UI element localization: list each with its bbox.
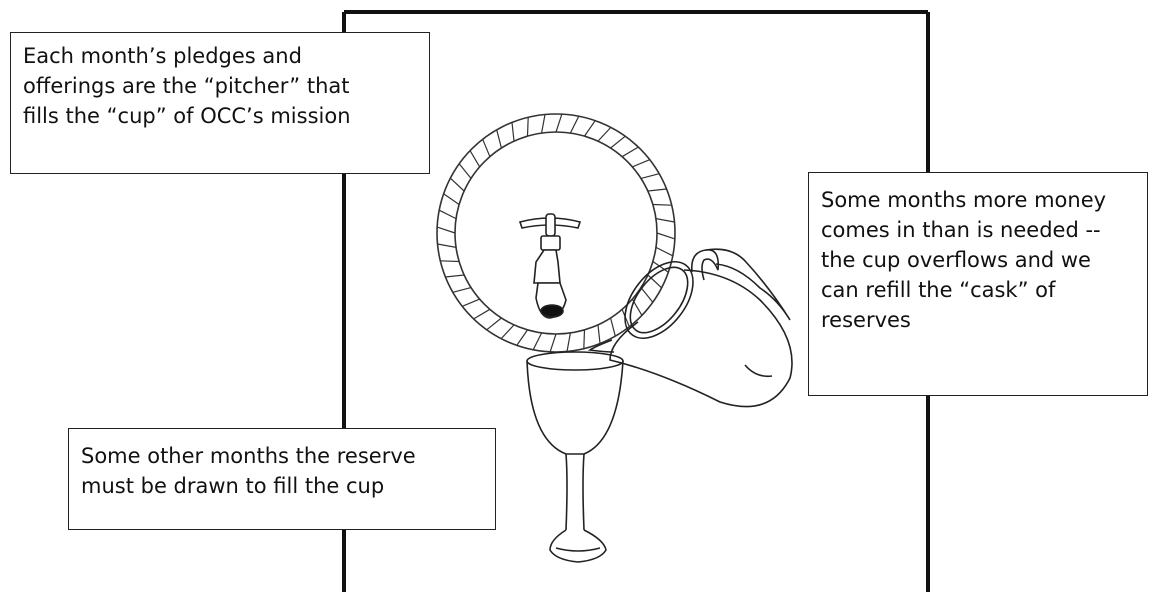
cask-stave <box>622 147 638 157</box>
cask-stave <box>641 174 659 179</box>
cask-stave <box>487 318 502 330</box>
cask-stave <box>517 330 528 346</box>
cask-stave <box>598 325 600 344</box>
cask-stave <box>648 189 667 191</box>
cask-stave <box>550 334 556 352</box>
callout-reserve: Some other months the reserve must be dr… <box>68 428 496 530</box>
cask-stave <box>497 130 502 148</box>
cask-stave <box>462 299 479 306</box>
cask-stave <box>611 318 616 336</box>
cask-stave <box>598 127 611 141</box>
callout-overflow: Some months more money comes in than is … <box>808 172 1148 396</box>
cask-stave <box>641 288 653 303</box>
cask-stave <box>528 117 529 136</box>
cask-stave <box>437 227 455 233</box>
cask-stave <box>470 151 480 167</box>
cask-stave <box>542 115 545 134</box>
cask-stave <box>653 205 672 206</box>
callout-pitcher: Each month’s pledges and offerings are t… <box>10 32 430 174</box>
cask-stave <box>444 194 460 205</box>
cask-stave <box>438 244 457 247</box>
cask-stave <box>585 121 596 137</box>
cask-stave <box>584 330 585 349</box>
cask-stave <box>501 325 514 339</box>
cask-stave <box>439 210 456 218</box>
cask-stave <box>648 275 662 288</box>
cask-stave <box>657 233 675 239</box>
cask-stave <box>570 116 578 133</box>
cask-stave <box>533 333 541 350</box>
cask-stave <box>459 164 471 179</box>
cask-stave <box>450 178 464 191</box>
cask-stave <box>445 275 464 277</box>
goblet-icon <box>527 352 623 562</box>
cask-stave <box>632 160 649 167</box>
cask-stave <box>556 114 562 132</box>
cask-stave <box>512 122 514 141</box>
cask-stave <box>611 136 626 148</box>
cask-stave <box>567 333 570 352</box>
cask-stave <box>453 288 471 293</box>
cask-stave <box>656 247 673 255</box>
cask-stave <box>656 219 675 222</box>
cask-stave <box>440 261 459 262</box>
cask-stave <box>474 309 490 319</box>
cask-stave <box>483 139 490 156</box>
tap-icon <box>520 214 580 318</box>
